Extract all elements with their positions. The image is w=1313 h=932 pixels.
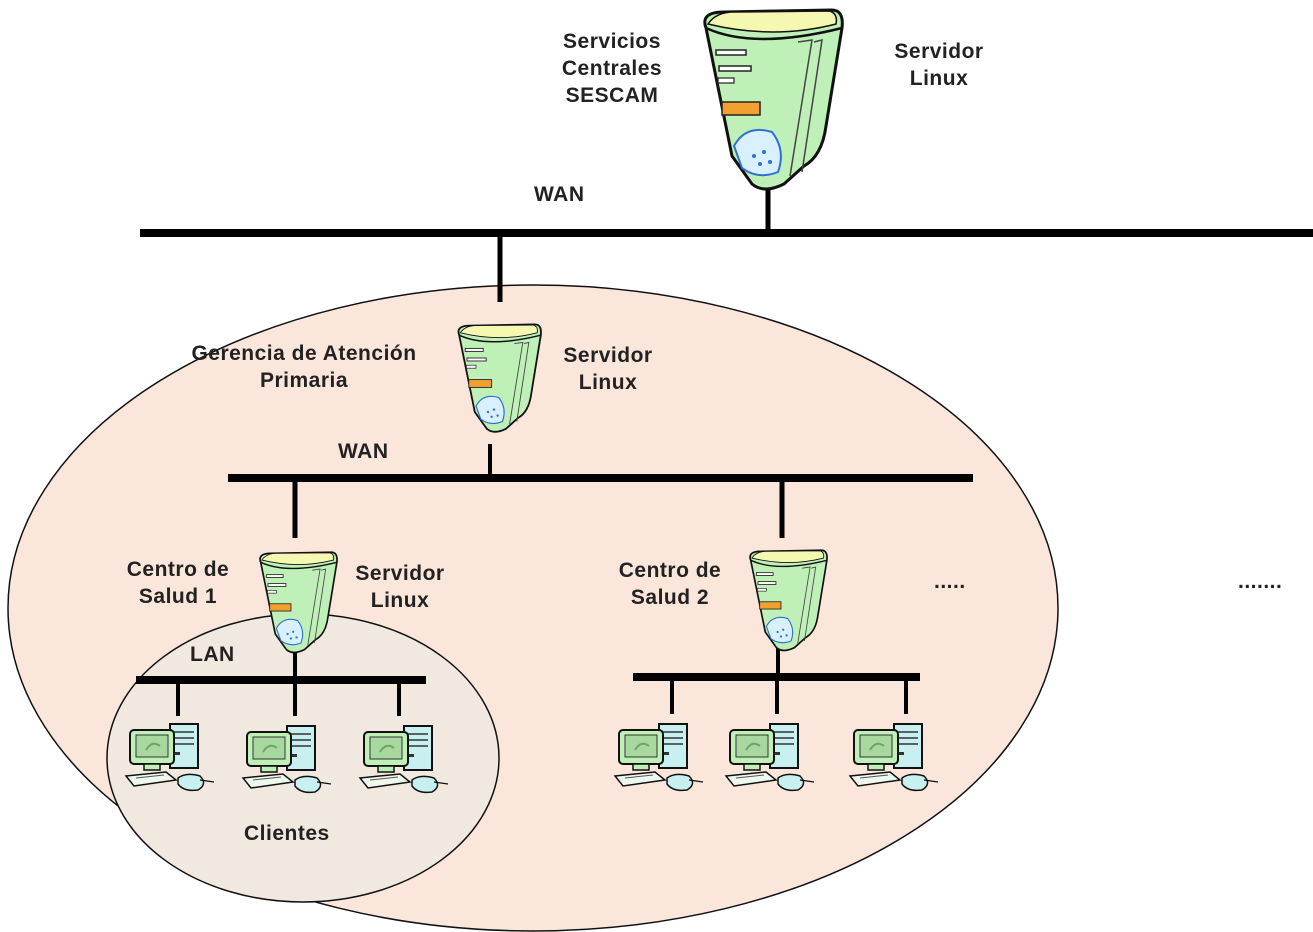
centro1-server-line-1: Servidor [355,562,445,585]
gerencia-server-line-1: Servidor [563,344,653,367]
central-server-line-1: Servidor [894,40,984,63]
ellipsis-more-centers: ..... [934,570,966,593]
central-server-icon [703,8,844,191]
central-services-label: Servicios Centrales SESCAM [544,28,680,109]
central-label-line-2: Centrales [561,57,663,80]
clientes-label: Clientes [244,822,330,845]
centro1-label-line-1: Centro de [126,558,230,581]
lan-label: LAN [190,643,235,666]
centro2-label-line-2: Salud 2 [630,586,710,609]
centro1-label: Centro de Salud 1 [110,556,246,610]
central-server-label: Servidor Linux [876,38,1002,92]
gerencia-label-line-2: Primaria [259,369,349,392]
gerencia-server-line-2: Linux [578,371,638,394]
central-server-line-2: Linux [909,67,969,90]
centro1-server-label: Servidor Linux [338,560,462,614]
centro2-label-line-1: Centro de [618,559,722,582]
gerencia-label-line-1: Gerencia de Atención [191,342,417,365]
central-label-line-1: Servicios [563,30,661,53]
wan-top-label: WAN [534,183,585,206]
centro1-server-line-2: Linux [370,589,430,612]
central-label-line-3: SESCAM [565,84,659,107]
ellipsis-more-gerencias: ....... [1238,570,1283,593]
centro2-label: Centro de Salud 2 [602,557,738,611]
gerencia-server-label: Servidor Linux [548,342,668,396]
gerencia-label: Gerencia de Atención Primaria [160,340,448,394]
wan-mid-label: WAN [338,440,389,463]
centro1-label-line-2: Salud 1 [138,585,218,608]
